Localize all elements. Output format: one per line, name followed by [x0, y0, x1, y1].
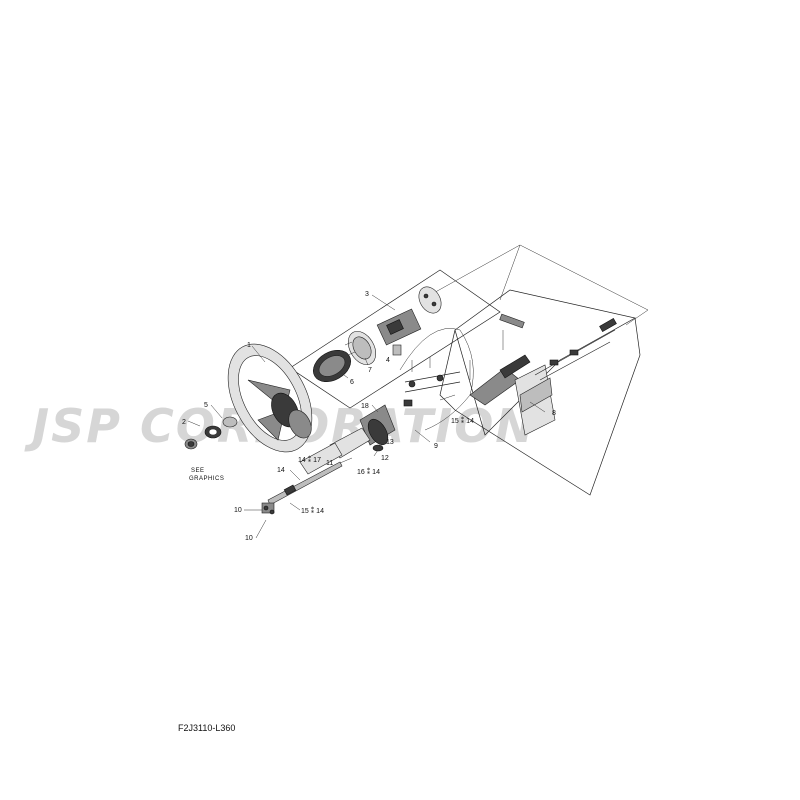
- group-3-parts: [313, 286, 442, 383]
- frame-group-8: [439, 317, 641, 496]
- callout-3: 3: [365, 291, 369, 298]
- callout-15-14a: 15 ⁑ 14: [451, 417, 474, 425]
- clamp: [372, 444, 384, 452]
- callout-7: 7: [368, 367, 372, 374]
- callout-10a: 10: [234, 507, 242, 514]
- top-plate: [418, 286, 442, 314]
- frame-group-9: [399, 328, 474, 431]
- frame-top-link: [429, 244, 649, 326]
- upper-bracket: [499, 313, 525, 329]
- see-graphics-note: SEE GRAPHICS: [189, 468, 224, 482]
- group-9-parts: [403, 357, 461, 407]
- group-8-parts: [469, 313, 617, 436]
- hub-parts: [184, 416, 238, 450]
- callout-6: 6: [350, 379, 354, 386]
- callout-15-14b: 15 ⁑ 14: [301, 507, 324, 515]
- frame-group-8-upper: [454, 289, 636, 436]
- callout-12: 12: [381, 455, 389, 462]
- leader-lines: [187, 294, 546, 539]
- callout-13: 13: [386, 439, 394, 446]
- frame-top-link-2: [499, 244, 521, 301]
- callout-10b: 10: [245, 535, 253, 542]
- callout-2: 2: [182, 419, 186, 426]
- callout-11: 11: [326, 460, 333, 467]
- callout-8: 8: [552, 410, 556, 417]
- see-graphics-line-2: GRAPHICS: [189, 476, 224, 482]
- see-graphics-line-1: SEE: [191, 468, 205, 474]
- callout-14-17: 14 ⁑ 17: [298, 456, 321, 464]
- assembly-frames: [289, 244, 649, 496]
- frame-group-3: [289, 269, 501, 409]
- callout-5: 5: [204, 402, 208, 409]
- hub-washer: [222, 416, 238, 428]
- steering-wheel: [227, 343, 313, 453]
- callouts: 1 2 3 4 5 6 7 8 9 10 10 11 12 13 14 18 1…: [182, 291, 556, 542]
- callout-16-14: 16 ⁑ 14: [357, 468, 380, 476]
- callout-9: 9: [434, 443, 438, 450]
- callout-14: 14: [277, 467, 285, 474]
- callout-1: 1: [247, 342, 251, 349]
- column-parts: [261, 404, 396, 515]
- callout-18: 18: [361, 403, 369, 410]
- diagram-code: F2J3110-L360: [178, 723, 235, 733]
- callout-4: 4: [386, 357, 390, 364]
- bracket-4: [392, 344, 402, 356]
